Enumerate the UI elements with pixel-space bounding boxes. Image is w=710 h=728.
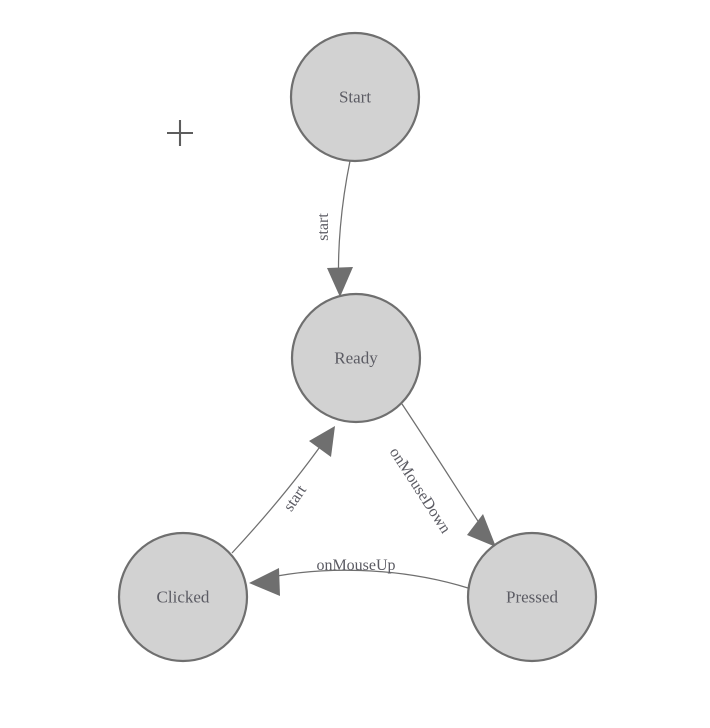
node-label: Pressed: [506, 588, 558, 607]
arrowhead-icon: [327, 267, 353, 297]
node-shape: [466, 531, 598, 663]
node-clicked[interactable]: Clicked: [117, 531, 249, 663]
node-label: Start: [339, 88, 371, 107]
edge-clicked-to-ready[interactable]: start: [231, 426, 335, 554]
node-pressed[interactable]: Pressed: [466, 531, 598, 663]
edge-path: [231, 433, 330, 554]
node-shape: [117, 531, 249, 663]
edge-pressed-to-clicked[interactable]: onMouseUp: [249, 557, 469, 596]
edge-path: [257, 569, 469, 589]
edge-start-to-ready[interactable]: start: [315, 160, 353, 297]
arrowhead-icon: [249, 568, 280, 596]
node-ready[interactable]: Ready: [290, 292, 422, 424]
node-shape: [290, 292, 422, 424]
node-start[interactable]: Start: [289, 31, 421, 163]
node-label: Clicked: [157, 588, 210, 607]
node-shape: [289, 31, 421, 163]
plus-icon: [167, 120, 193, 146]
node-label: Ready: [334, 349, 378, 368]
arrowhead-icon: [309, 426, 335, 457]
edge-label-start-to-ready: start: [315, 213, 332, 241]
edge-label-ready-to-pressed: onMouseDown: [386, 445, 454, 537]
arrowhead-icon: [467, 514, 496, 547]
edge-ready-to-pressed[interactable]: onMouseDown: [386, 403, 496, 547]
edge-label-pressed-to-clicked: onMouseUp: [316, 557, 395, 574]
edge-label-clicked-to-ready: start: [281, 482, 311, 515]
